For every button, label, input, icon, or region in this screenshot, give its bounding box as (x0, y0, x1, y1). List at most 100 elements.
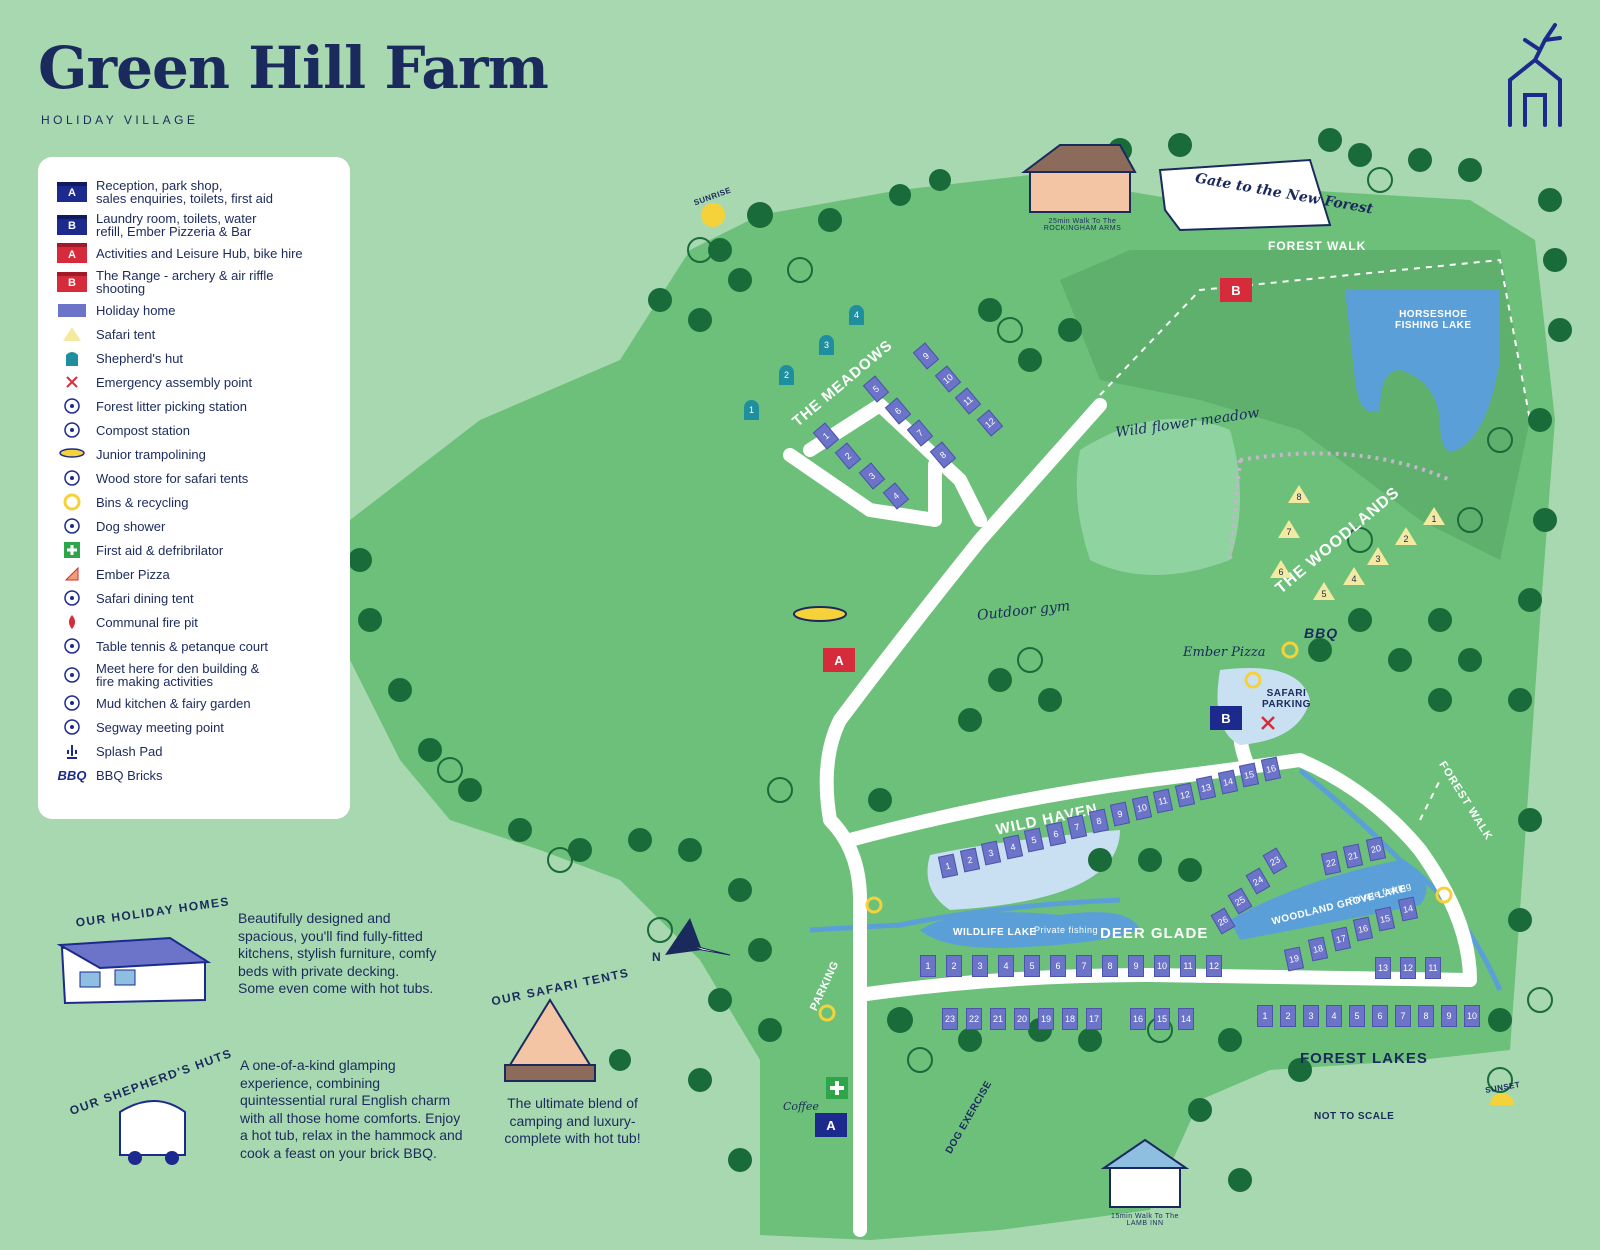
deer_glade_front-unit[interactable]: 2 (946, 955, 962, 977)
legend-item-label: Wood store for safari tents (96, 470, 249, 486)
legend-item: Holiday home (52, 298, 336, 322)
first-aid-icon (52, 542, 92, 558)
forest_lakes-unit[interactable]: 10 (1464, 1005, 1480, 1027)
forest_lakes-unit[interactable]: 7 (1395, 1005, 1411, 1027)
activities-hub-marker[interactable]: A (823, 648, 855, 672)
page-subtitle: HOLIDAY VILLAGE (41, 113, 199, 127)
den-building-icon (52, 666, 92, 684)
deer_glade_front-unit[interactable]: 7 (1076, 955, 1092, 977)
meadows_huts-unit[interactable]: 1 (744, 400, 759, 420)
wildflower-meadow (1076, 418, 1240, 575)
deer_glade_back-unit[interactable]: 23 (942, 1008, 958, 1030)
shepherds-hut-illustration (119, 1100, 186, 1165)
forest_lakes-unit[interactable]: 8 (1418, 1005, 1434, 1027)
shepherds-hut-icon (52, 349, 92, 367)
reception-marker[interactable]: A (815, 1113, 847, 1137)
legend-item: Forest litter picking station (52, 394, 336, 418)
legend-item-label: The Range - archery & air riffle shootin… (96, 267, 274, 296)
forest_lakes-unit[interactable]: 5 (1349, 1005, 1365, 1027)
bbq-icon: BBQ (57, 767, 87, 783)
legend-item: Ember Pizza (52, 562, 336, 586)
deer_glade_front-unit[interactable]: 3 (972, 955, 988, 977)
deer_glade_front-unit[interactable]: 4 (998, 955, 1014, 977)
safari-tent-icon (52, 326, 92, 342)
sunrise-sun-icon (701, 203, 725, 227)
legend-item-label: Dog shower (96, 518, 166, 534)
holiday-homes-text: Beautifully designed and spacious, you'l… (238, 910, 437, 996)
label-deer-glade: DEER GLADE (1100, 925, 1209, 942)
legend-item: Emergency assembly point (52, 370, 336, 394)
deer_glade_front-unit[interactable]: 6 (1050, 955, 1066, 977)
legend-item-label: Shepherd's hut (96, 350, 184, 366)
legend-item: Table tennis & petanque court (52, 634, 336, 658)
dining-tent-icon (52, 589, 92, 607)
deer_glade_back-unit[interactable]: 20 (1014, 1008, 1030, 1030)
label-lamb-inn: 15min Walk To The LAMB INN (1111, 1213, 1179, 1227)
grove_right-unit[interactable]: 11 (1425, 957, 1441, 979)
legend-item: First aid & defribrilator (52, 538, 336, 562)
legend-item-label: Laundry room, toilets, water refill, Emb… (96, 210, 257, 239)
label-ember-pizza: Ember Pizza (1183, 645, 1266, 660)
range-marker[interactable]: B (1220, 278, 1252, 302)
legend-item-label: Safari tent (96, 326, 156, 342)
legend-item: Shepherd's hut (52, 346, 336, 370)
grove_right-unit[interactable]: 13 (1375, 957, 1391, 979)
legend-item-label: Emergency assembly point (96, 374, 253, 390)
label-compass-n: N (652, 950, 662, 964)
woodland-grove-lake-water (1230, 860, 1427, 940)
activities-badge-icon: A (52, 243, 92, 263)
deer_glade_back-unit[interactable]: 16 (1130, 1008, 1146, 1030)
meadows_huts-unit[interactable]: 4 (849, 305, 864, 325)
label-forest-walk-top: FOREST WALK (1268, 239, 1367, 253)
forest_lakes-unit[interactable]: 2 (1280, 1005, 1296, 1027)
deer_glade_front-unit[interactable]: 1 (920, 955, 936, 977)
deer_glade_back-unit[interactable]: 21 (990, 1008, 1006, 1030)
deer_glade_back-unit[interactable]: 18 (1062, 1008, 1078, 1030)
meadows_huts-unit[interactable]: 2 (779, 365, 794, 385)
main-road (819, 398, 1107, 1237)
deer_glade_front-unit[interactable]: 11 (1180, 955, 1196, 977)
legend-item: Junior trampolining (52, 442, 336, 466)
deer_glade_front-unit[interactable]: 5 (1024, 955, 1040, 977)
reception-badge-icon: A (52, 181, 92, 202)
grove_right-unit[interactable]: 12 (1400, 957, 1416, 979)
deer_glade_front-unit[interactable]: 8 (1102, 955, 1118, 977)
legend-item: Splash Pad (52, 739, 336, 763)
sunset-sun-icon (1490, 1093, 1514, 1105)
forest_lakes-unit[interactable]: 9 (1441, 1005, 1457, 1027)
safari-tents-text: The ultimate blend of camping and luxury… (504, 1095, 641, 1146)
deer_glade_front-unit[interactable]: 10 (1154, 955, 1170, 977)
deer_glade_back-unit[interactable]: 15 (1154, 1008, 1170, 1030)
legend-item: Dog shower (52, 514, 336, 538)
forest_lakes-unit[interactable]: 3 (1303, 1005, 1319, 1027)
legend-item-label: Bins & recycling (96, 494, 189, 510)
dog-shower-icon (52, 517, 92, 535)
deer_glade_front-unit[interactable]: 9 (1128, 955, 1144, 977)
legend-item: Bins & recycling (52, 490, 336, 514)
legend-item-label: Table tennis & petanque court (96, 638, 269, 654)
laundry-marker[interactable]: B (1210, 706, 1242, 730)
forest-walk-path (1099, 258, 1531, 821)
meadows_huts-unit[interactable]: 3 (819, 335, 834, 355)
legend-item: Compost station (52, 418, 336, 442)
label-forest-lakes: FOREST LAKES (1300, 1050, 1428, 1067)
litter-station-icon (52, 397, 92, 415)
label-wildlife-lake-note: Private fishing (1034, 925, 1099, 935)
compost-icon (52, 421, 92, 439)
forest_lakes-unit[interactable]: 1 (1257, 1005, 1273, 1027)
deer_glade_back-unit[interactable]: 17 (1086, 1008, 1102, 1030)
deer_glade_front-unit[interactable]: 12 (1206, 955, 1222, 977)
deer_glade_back-unit[interactable]: 19 (1038, 1008, 1054, 1030)
forest_lakes-unit[interactable]: 6 (1372, 1005, 1388, 1027)
label-safari-parking: SAFARI PARKING (1262, 688, 1311, 710)
legend-item-label: Safari dining tent (96, 590, 194, 606)
deer_glade_back-unit[interactable]: 14 (1178, 1008, 1194, 1030)
forest_lakes-unit[interactable]: 4 (1326, 1005, 1342, 1027)
deer_glade_back-unit[interactable]: 22 (966, 1008, 982, 1030)
